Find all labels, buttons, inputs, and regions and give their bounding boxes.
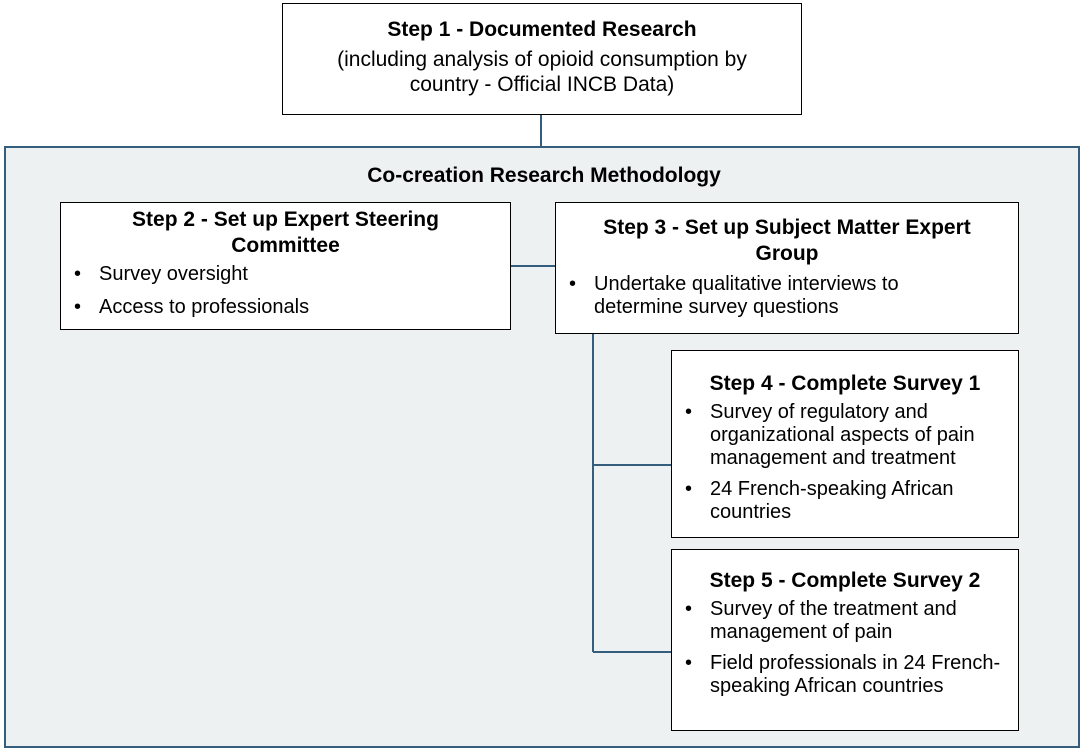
bullet-line: management and treatment: [710, 447, 956, 469]
step2-bullet-list: Survey oversight Access to professionals: [61, 263, 510, 319]
step5-title: Step 5 - Complete Survey 2: [709, 569, 981, 592]
bullet-line: 24 French-speaking African: [710, 478, 954, 500]
step1-subtitle-line2: country - Official INCB Data): [409, 73, 675, 96]
step1-box: Step 1 - Documented Research (including …: [282, 3, 802, 115]
step2-bullet: Survey oversight: [61, 263, 510, 286]
step1-subtitle-line1: (including analysis of opioid consumptio…: [337, 48, 747, 71]
bullet-line: organizational aspects of pain: [710, 424, 975, 446]
bullet-line: Survey of regulatory and: [710, 401, 928, 423]
step3-title-line1: Step 3 - Set up Subject Matter Expert: [603, 216, 971, 239]
bullet-line: speaking African countries: [710, 675, 944, 697]
bullet-line: management of pain: [710, 621, 893, 643]
step3-bullet-list: Undertake qualitative interviews to dete…: [556, 273, 1018, 319]
step3-box: Step 3 - Set up Subject Matter Expert Gr…: [555, 202, 1019, 334]
step2-box: Step 2 - Set up Expert Steering Committe…: [60, 202, 511, 330]
panel-title: Co-creation Research Methodology: [367, 164, 721, 187]
step3-bullet: Undertake qualitative interviews to dete…: [556, 273, 1018, 319]
step4-bullet-list: Survey of regulatory and organizational …: [672, 401, 1018, 524]
step4-bullet: 24 French-speaking African countries: [672, 478, 1018, 524]
step1-title: Step 1 - Documented Research: [387, 18, 697, 41]
step5-bullet: Field professionals in 24 French- speaki…: [672, 652, 1018, 698]
step4-box: Step 4 - Complete Survey 1 Survey of reg…: [671, 350, 1019, 538]
step4-bullet: Survey of regulatory and organizational …: [672, 401, 1018, 470]
step3-title-line2: Group: [755, 242, 819, 265]
step2-bullet: Access to professionals: [61, 296, 510, 319]
bullet-line: countries: [710, 501, 792, 523]
step5-bullet-list: Survey of the treatment and management o…: [672, 598, 1018, 698]
step4-title: Step 4 - Complete Survey 1: [709, 372, 981, 395]
step2-title-line1: Step 2 - Set up Expert Steering: [132, 208, 439, 231]
step5-bullet: Survey of the treatment and management o…: [672, 598, 1018, 644]
bullet-line: Field professionals in 24 French-: [710, 652, 1001, 674]
bullet-line: Survey of the treatment and: [710, 598, 957, 620]
bullet-line: Undertake qualitative interviews to: [594, 273, 899, 295]
step5-box: Step 5 - Complete Survey 2 Survey of the…: [671, 549, 1019, 731]
step2-title-line2: Committee: [231, 234, 340, 257]
bullet-line: determine survey questions: [594, 296, 839, 318]
